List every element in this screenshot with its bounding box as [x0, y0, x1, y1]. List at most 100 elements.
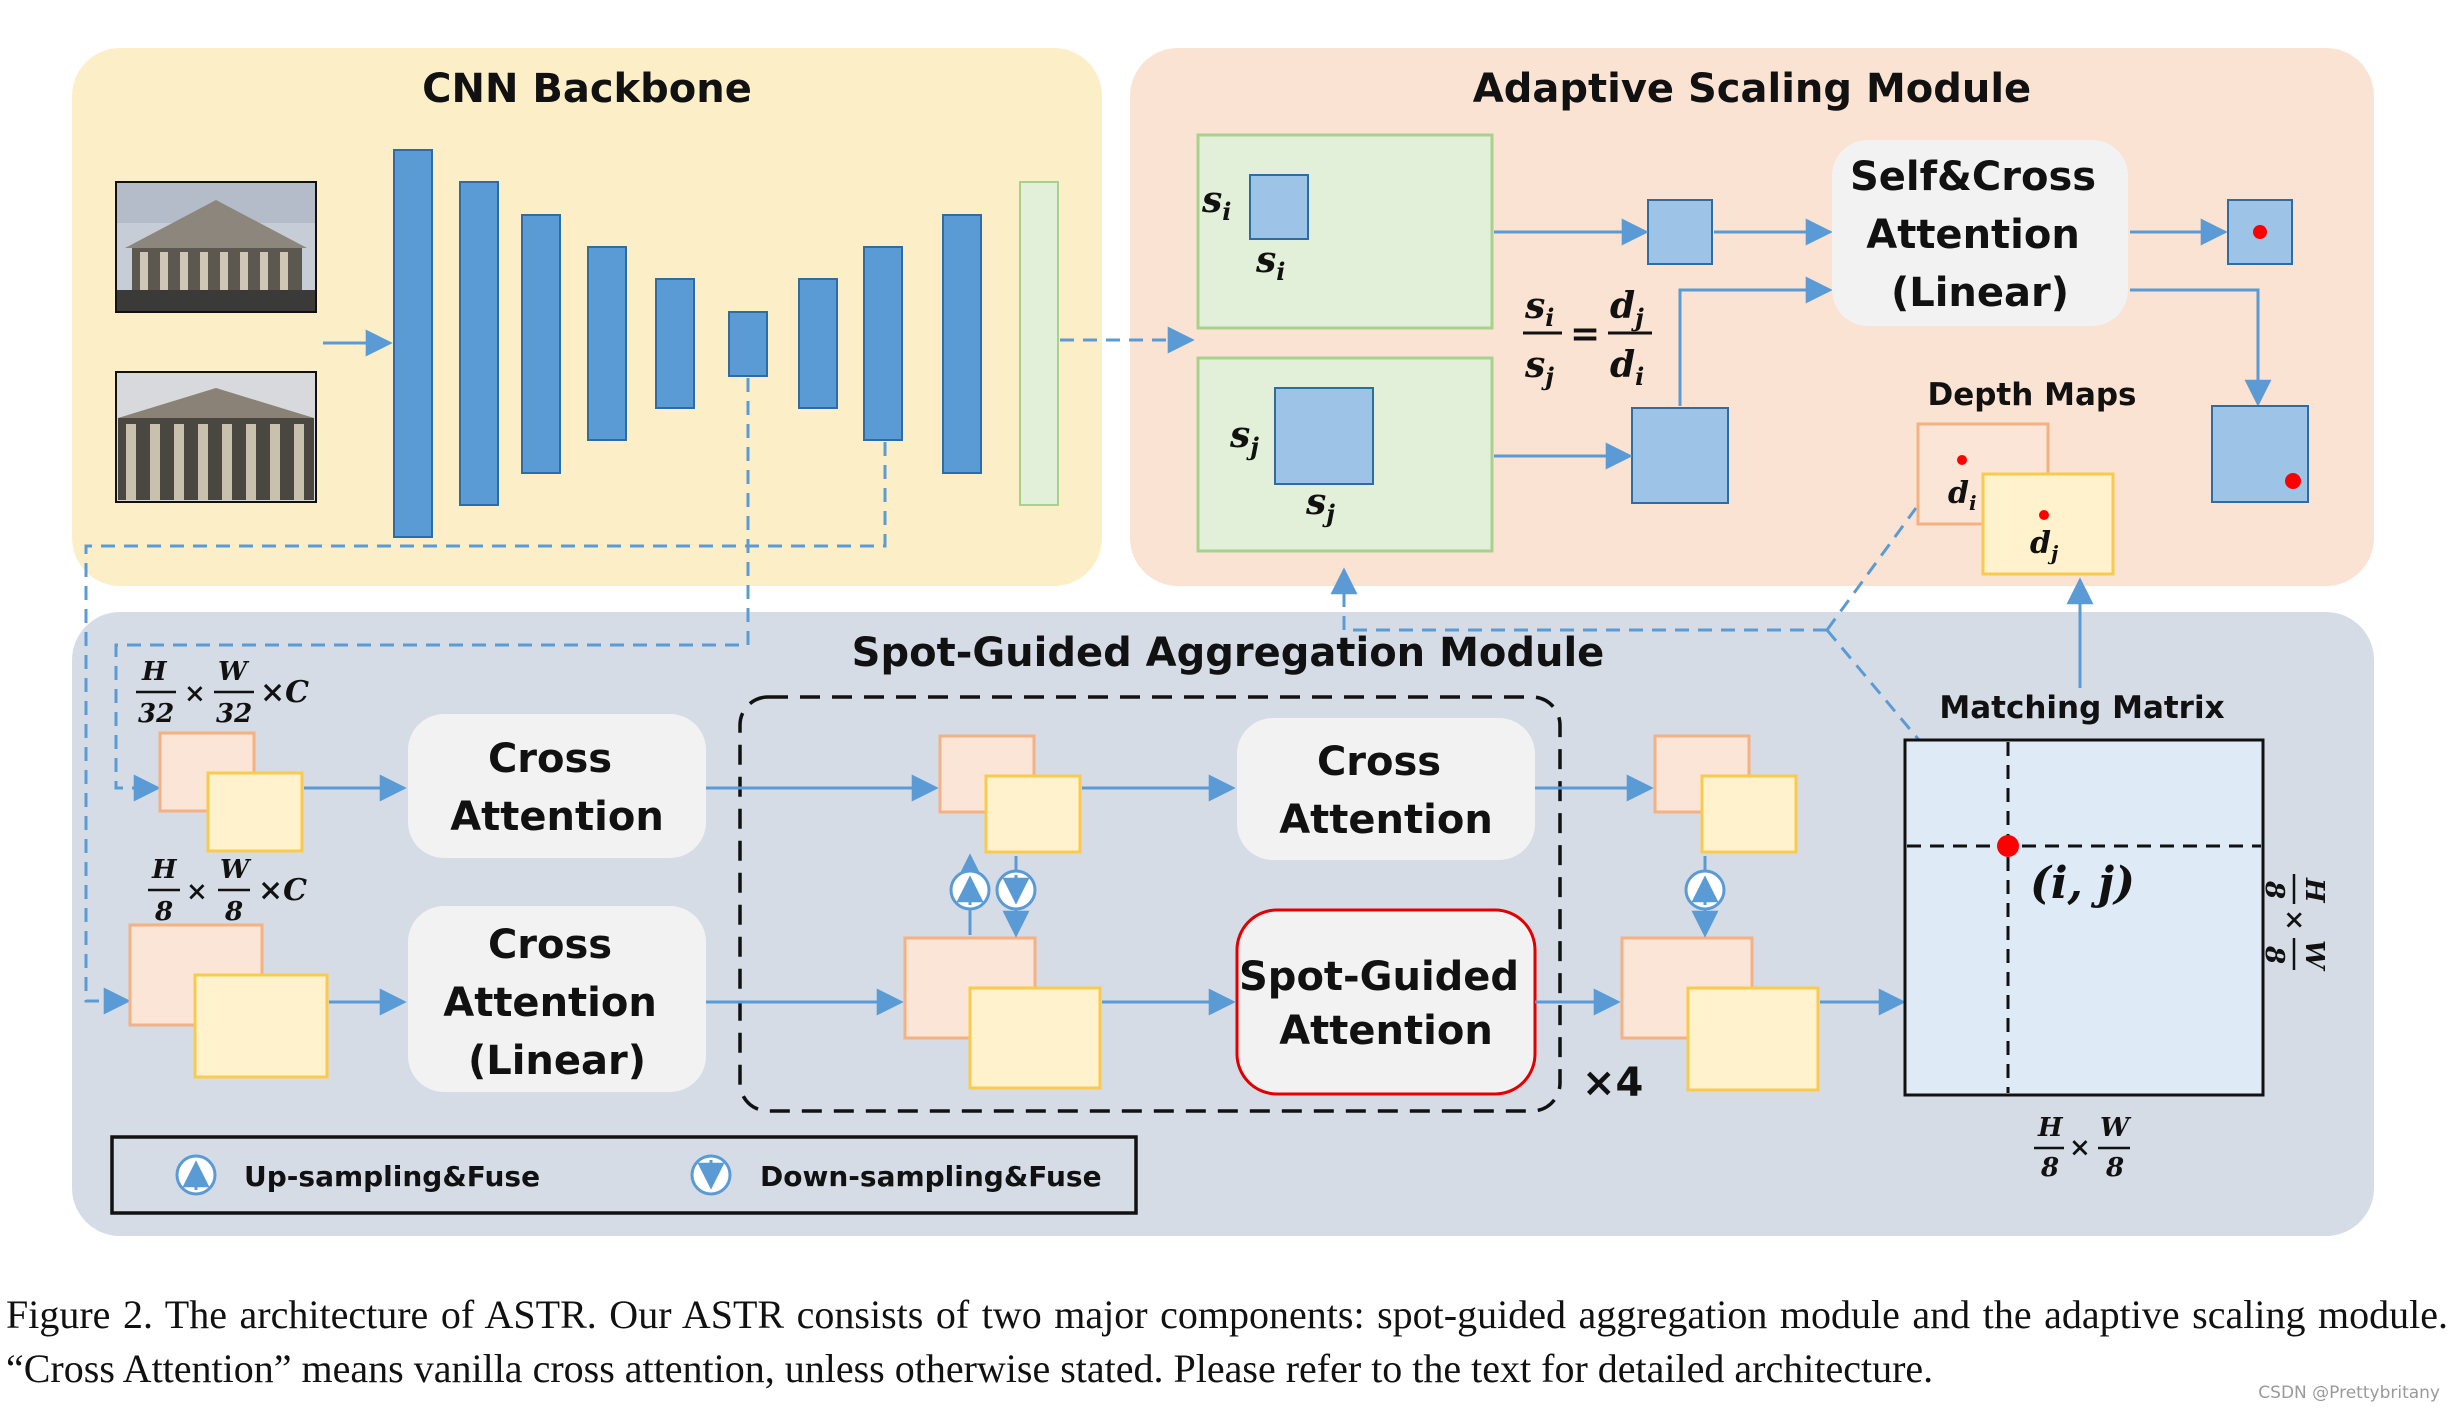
adaptive-scaling-title: Adaptive Scaling Module: [1473, 66, 2031, 112]
svg-text:W: W: [2299, 940, 2329, 972]
fine-feature-link: [84, 442, 887, 1015]
svg-text:W: W: [2100, 1113, 2132, 1143]
depth-map-j: [1981, 472, 2115, 576]
svg-text:8: 8: [224, 897, 243, 927]
matched-point-i-patch: [2227, 199, 2293, 265]
coarse-scale-label: H 32 × W 32 ×C: [136, 657, 309, 729]
svg-text:8: 8: [154, 897, 173, 927]
s-i-label: si: [1201, 179, 1231, 226]
d-i-label: di: [1948, 476, 1977, 515]
cnn-backbone-title: CNN Backbone: [422, 66, 752, 112]
svg-text:8: 8: [2259, 945, 2289, 964]
svg-text:H: H: [141, 657, 168, 687]
matrix-width-label: H 8 × W 8: [2034, 1113, 2132, 1183]
cross-attention-linear-label: Cross Attention (Linear): [443, 922, 671, 1084]
scaled-patch-j: [1631, 407, 1729, 504]
encoder-layer-3: [521, 214, 561, 474]
matching-matrix: [1903, 738, 2265, 1097]
watermark: CSDN @Prettybritany: [2258, 1383, 2440, 1403]
match-to-scaling-link: [1330, 567, 1827, 632]
match-point-label: (i, j): [2030, 858, 2135, 909]
legend-down-icon: [690, 1154, 732, 1196]
cross-attention-block-1: [408, 714, 706, 858]
svg-text:H: H: [2299, 877, 2329, 904]
svg-text:8: 8: [2040, 1153, 2059, 1183]
encoder-layer-2: [459, 181, 499, 506]
bottleneck-layer: [728, 311, 768, 377]
self-cross-attention-block: [1832, 140, 2128, 326]
svg-text:×: ×: [186, 877, 208, 907]
self-cross-attention-label: Self&Cross Attention (Linear): [1850, 154, 2110, 316]
backbone-layers: [393, 149, 982, 538]
group-downsample-icon: [995, 869, 1037, 911]
attention-to-point-j-arrow: [2130, 288, 2272, 407]
input-image-2: [115, 371, 317, 503]
cross-attention-linear-block: [408, 906, 706, 1092]
svg-text:×: ×: [2279, 909, 2309, 931]
coarse-feature-target: [206, 771, 304, 853]
svg-text:W: W: [220, 855, 252, 885]
fine-scale-label: H 8 × W 8 ×C: [148, 855, 307, 927]
svg-text:si: si: [1524, 285, 1554, 332]
svg-text:×C: ×C: [258, 873, 307, 908]
svg-text:×C: ×C: [260, 675, 309, 710]
fine-feature-target: [193, 973, 329, 1079]
svg-text:H: H: [151, 855, 178, 885]
depth-point-i: [1957, 455, 1967, 465]
matched-point-j: [2285, 473, 2301, 489]
s-j-size-label: sj: [1305, 481, 1335, 528]
cross-attention-label-2: Cross Attention: [1279, 739, 1493, 843]
svg-text:32: 32: [216, 699, 252, 729]
s-i-size-label: si: [1255, 239, 1285, 286]
output-fine-target: [1686, 986, 1820, 1092]
matrix-height-label: H 8 × W 8: [2259, 874, 2329, 972]
svg-text:dj: dj: [1610, 285, 1644, 332]
s-j-label: sj: [1229, 414, 1259, 461]
svg-text:sj: sj: [1524, 344, 1554, 391]
decoder-layer-2: [863, 246, 903, 441]
svg-text:×: ×: [2069, 1133, 2091, 1163]
group-fine-target: [968, 986, 1102, 1090]
encoder-layer-4: [587, 246, 627, 441]
patch-j: [1274, 387, 1374, 485]
group-coarse-target: [984, 774, 1082, 854]
input-image-1: [115, 181, 317, 313]
patch-frame-i: [1196, 133, 1494, 330]
repeat-count-label: ×4: [1582, 1060, 1643, 1106]
decoder-layer-3: [942, 214, 982, 474]
backbone-output-layer: [1019, 181, 1059, 506]
encoder-layer-5: [655, 278, 695, 409]
scaled-patch-i: [1647, 199, 1713, 265]
match-point: [1997, 835, 2019, 857]
patch-i: [1249, 174, 1309, 240]
figure-caption: Figure 2. The architecture of ASTR. Our …: [6, 1292, 2448, 1391]
depth-maps-label: Depth Maps: [1927, 377, 2136, 413]
match-to-depth-link: [1825, 507, 1918, 631]
d-j-label: dj: [2030, 526, 2059, 565]
scale-ratio-formula: si sj = dj di: [1523, 285, 1652, 391]
svg-text:8: 8: [2105, 1153, 2124, 1183]
legend-down-label: Down-sampling&Fuse: [760, 1160, 1102, 1193]
svg-text:W: W: [218, 657, 250, 687]
svg-text:8: 8: [2259, 880, 2289, 899]
output-upsample-icon: [1684, 869, 1726, 911]
depth-point-j: [2039, 510, 2049, 520]
cross-attention-label-1: Cross Attention: [450, 736, 664, 840]
svg-text:H: H: [2037, 1113, 2064, 1143]
svg-text:×: ×: [184, 679, 206, 709]
coarse-feature-link: [114, 378, 750, 802]
svg-text:32: 32: [138, 699, 174, 729]
spot-guided-attention-block: [1235, 908, 1537, 1096]
spot-guided-aggregation-title: Spot-Guided Aggregation Module: [852, 630, 1605, 676]
spot-guided-attention-label: Spot-Guided Attention: [1239, 954, 1533, 1054]
legend-up-icon: [175, 1154, 217, 1196]
matched-point-i: [2253, 225, 2267, 239]
encoder-layer-1: [393, 149, 433, 538]
svg-text:di: di: [1610, 344, 1644, 391]
decoder-layer-1: [798, 278, 838, 409]
matching-matrix-label: Matching Matrix: [1939, 690, 2224, 726]
output-coarse-target: [1700, 774, 1798, 854]
legend-up-label: Up-sampling&Fuse: [244, 1160, 540, 1193]
matched-point-j-patch: [2211, 405, 2309, 503]
cross-attention-block-2: [1237, 718, 1535, 860]
